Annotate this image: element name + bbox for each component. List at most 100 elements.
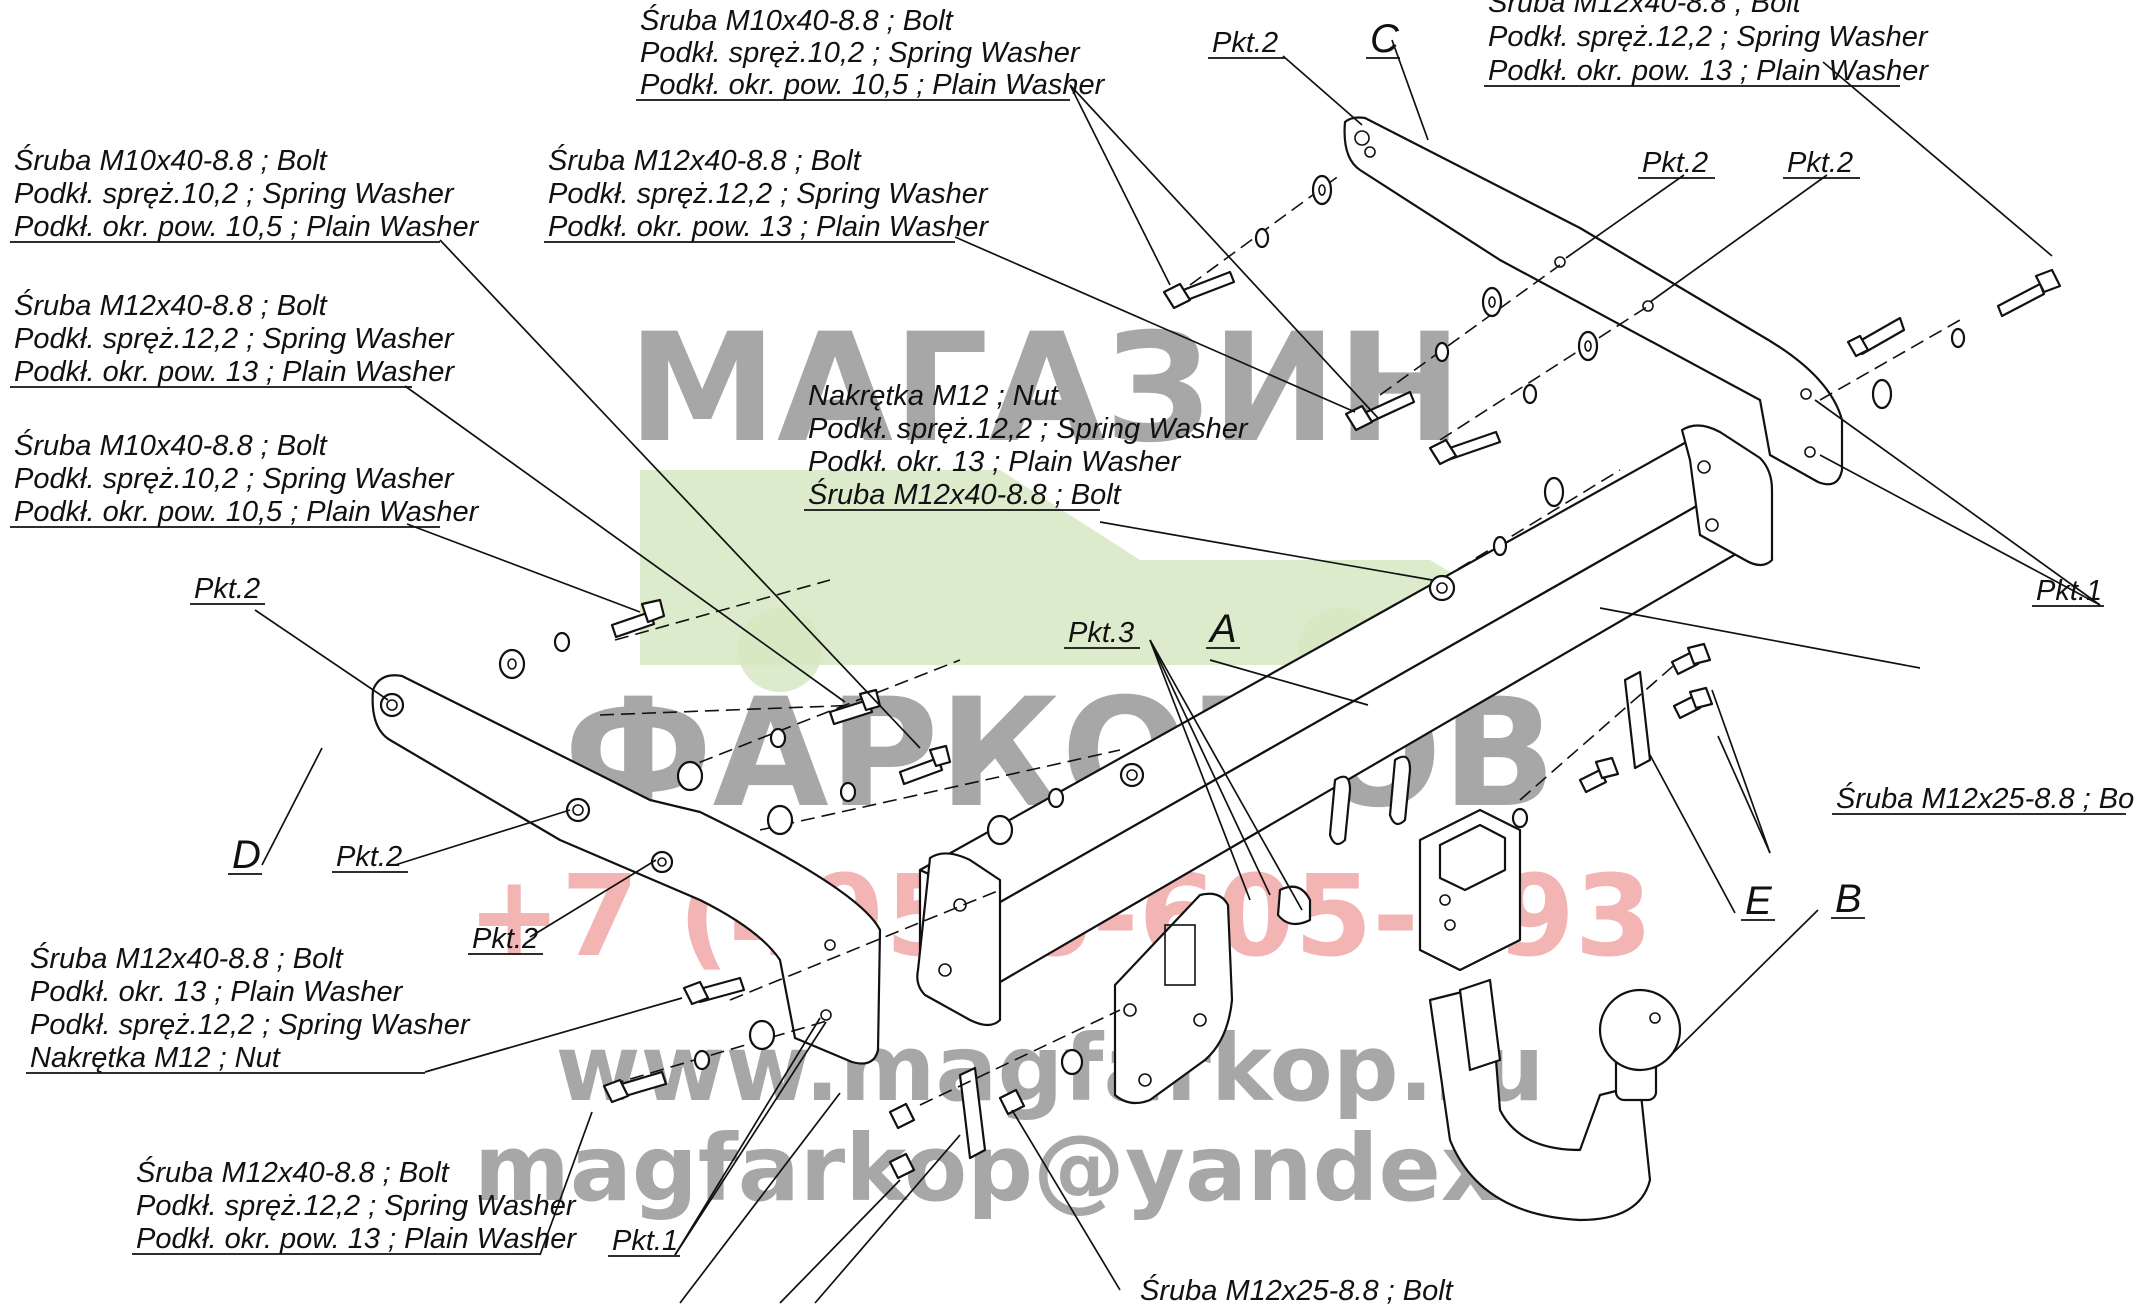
pkt-labels: Pkt.2 Pkt.2 Pkt.2 Pkt.1 Pkt.2 Pkt.2 Pkt.… bbox=[190, 27, 2104, 1257]
bolt-icon bbox=[998, 1088, 1026, 1116]
callout-line: Śruba M12x40-8.8 ; Bolt bbox=[808, 477, 1123, 511]
bolt-icon bbox=[1670, 642, 1712, 676]
washers bbox=[498, 174, 1966, 1076]
callout-line: Podkł. okr. pow. 13 ; Plain Washer bbox=[1488, 55, 1929, 87]
pkt-label-2: Pkt.2 bbox=[1212, 27, 1278, 59]
callout-left3: Śruba M10x40-8.8 ; Bolt Podkł. spręż.10,… bbox=[10, 428, 480, 528]
callout-top-mid: Śruba M10x40-8.8 ; Bolt Podkł. spręż.10,… bbox=[636, 3, 1106, 101]
bolt-icon bbox=[1344, 390, 1416, 432]
callout-left2: Śruba M12x40-8.8 ; Bolt Podkł. spręż.12,… bbox=[10, 288, 455, 388]
washer-icon bbox=[769, 727, 787, 749]
washer-icon bbox=[1311, 174, 1333, 206]
callout-line: Śruba M12x40-8.8 ; Bolt bbox=[1488, 0, 1803, 19]
hook-brackets bbox=[1276, 755, 1412, 926]
callout-line: Śruba M12x40-8.8 ; Bolt bbox=[14, 288, 329, 322]
washer-icon bbox=[766, 804, 794, 836]
washer-icon bbox=[1481, 286, 1503, 318]
nut-icon bbox=[1119, 762, 1145, 788]
watermark-line1: МАГАЗИН bbox=[628, 302, 1463, 476]
pkt-label-1: Pkt.1 bbox=[2036, 575, 2102, 607]
socket-plate bbox=[1113, 892, 1234, 1105]
clamp-plates bbox=[958, 670, 1652, 1160]
bolt-icon bbox=[888, 1102, 916, 1130]
part-letter-e: E bbox=[1745, 879, 1773, 923]
callout-line: Nakrętka M12 ; Nut bbox=[30, 1042, 282, 1074]
bolt-icon bbox=[610, 598, 666, 639]
washer-icon bbox=[1060, 1048, 1084, 1076]
callout-line: Śruba M10x40-8.8 ; Bolt bbox=[14, 143, 329, 177]
washer-icon bbox=[1492, 535, 1508, 557]
bolt-icon bbox=[898, 744, 952, 786]
washer-icon bbox=[1950, 327, 1966, 349]
callout-line: Śruba M12x40-8.8 ; Bolt bbox=[136, 1155, 451, 1189]
callout-line: Podkł. spręż.10,2 ; Spring Washer bbox=[14, 463, 455, 495]
washer-icon bbox=[1522, 383, 1538, 405]
callout-line: Śruba M10x40-8.8 ; Bolt bbox=[14, 428, 329, 462]
bolt-icon bbox=[1996, 268, 2062, 318]
bolts bbox=[602, 268, 2062, 1180]
pkt-label-2: Pkt.2 bbox=[1787, 147, 1853, 179]
pkt-label-2: Pkt.2 bbox=[194, 573, 260, 605]
bolt-icon bbox=[682, 976, 746, 1006]
bolt-icon bbox=[1162, 270, 1236, 310]
callout-line: Podkł. spręż.12,2 ; Spring Washer bbox=[1488, 21, 1929, 53]
callout-line: Podkł. okr. pow. 13 ; Plain Washer bbox=[14, 356, 455, 388]
washer-icon bbox=[986, 814, 1014, 846]
callout-line: Śruba M10x40-8.8 ; Bolt bbox=[640, 3, 955, 37]
bolt-icon bbox=[888, 1152, 916, 1180]
callout-line: Podkł. spręż.12,2 ; Spring Washer bbox=[30, 1009, 471, 1041]
pkt-label-2: Pkt.2 bbox=[336, 841, 402, 873]
washer-icon bbox=[1254, 227, 1270, 249]
leader-lines bbox=[254, 39, 2101, 1304]
callout-center-top: Śruba M12x40-8.8 ; Bolt Podkł. spręż.12,… bbox=[544, 143, 989, 243]
callout-line: Podkł. spręż.10,2 ; Spring Washer bbox=[14, 178, 455, 210]
part-letter-d: D bbox=[232, 833, 261, 877]
callout-top-right: Śruba M12x40-8.8 ; Bolt Podkł. spręż.12,… bbox=[1484, 0, 1929, 87]
washer-icon bbox=[1047, 787, 1065, 809]
callout-line: Śruba M12x40-8.8 ; Bolt bbox=[30, 941, 345, 975]
callout-right-bolt: Śruba M12x25-8.8 ; Bolt bbox=[1832, 781, 2134, 815]
watermark-site: www.magfarkop.ru bbox=[556, 1015, 1545, 1122]
crossbar-a bbox=[916, 424, 1774, 1027]
callout-line: Nakrętka M12 ; Nut bbox=[808, 380, 1060, 412]
callout-line: Podkł. okr. pow. 10,5 ; Plain Washer bbox=[640, 69, 1106, 101]
callout-center-nut: Nakrętka M12 ; Nut Podkł. spręż.12,2 ; S… bbox=[804, 380, 1249, 511]
receiver-socket bbox=[1418, 808, 1522, 972]
washer-icon bbox=[693, 1049, 711, 1071]
callout-line: Podkł. okr. pow. 13 ; Plain Washer bbox=[136, 1223, 577, 1255]
bolt-icon bbox=[1578, 756, 1620, 794]
bolt-icon bbox=[1672, 686, 1714, 720]
callout-line: Podkł. okr. pow. 10,5 ; Plain Washer bbox=[14, 211, 480, 243]
callout-left-bottom: Śruba M12x40-8.8 ; Bolt Podkł. okr. 13 ;… bbox=[26, 941, 471, 1074]
callout-left1: Śruba M10x40-8.8 ; Bolt Podkł. spręż.10,… bbox=[10, 143, 480, 243]
callout-line: Podkł. spręż.12,2 ; Spring Washer bbox=[548, 178, 989, 210]
pkt-label-2: Pkt.2 bbox=[1642, 147, 1708, 179]
towball-b bbox=[1428, 978, 1682, 1222]
pkt-label-2: Pkt.2 bbox=[472, 923, 538, 955]
part-letters: C A D E B bbox=[228, 17, 1865, 923]
callout-line: Podkł. spręż.12,2 ; Spring Washer bbox=[14, 323, 455, 355]
part-letter-b: B bbox=[1835, 877, 1862, 921]
callout-line: Śruba M12x25-8.8 ; Bolt bbox=[1836, 781, 2134, 815]
bolt-icon bbox=[1846, 316, 1906, 358]
callout-line: Podkł. okr. 13 ; Plain Washer bbox=[808, 446, 1182, 478]
callout-bottom-left: Śruba M12x40-8.8 ; Bolt Podkł. spręż.12,… bbox=[132, 1155, 577, 1255]
part-letter-c: C bbox=[1370, 17, 1400, 61]
washer-icon bbox=[1871, 378, 1893, 410]
washer-icon bbox=[1511, 807, 1529, 829]
callout-line: Podkł. spręż.10,2 ; Spring Washer bbox=[640, 37, 1081, 69]
pkt-label-3: Pkt.3 bbox=[1068, 617, 1134, 649]
washer-icon bbox=[748, 1019, 776, 1051]
part-letter-a: A bbox=[1208, 607, 1237, 651]
washer-icon bbox=[1577, 330, 1599, 362]
nut-icon bbox=[1428, 574, 1456, 602]
washer-icon bbox=[498, 648, 526, 680]
callout-line: Podkł. okr. 13 ; Plain Washer bbox=[30, 976, 404, 1008]
callout-line: Śruba M12x25-8.8 ; Bolt bbox=[1140, 1273, 1455, 1304]
callout-line: Podkł. spręż.12,2 ; Spring Washer bbox=[808, 413, 1249, 445]
washer-icon bbox=[553, 631, 571, 653]
washer-icon bbox=[839, 781, 857, 803]
nut-icon bbox=[650, 850, 674, 874]
callout-bottom-bolt: Śruba M12x25-8.8 ; Bolt bbox=[1140, 1273, 1455, 1304]
